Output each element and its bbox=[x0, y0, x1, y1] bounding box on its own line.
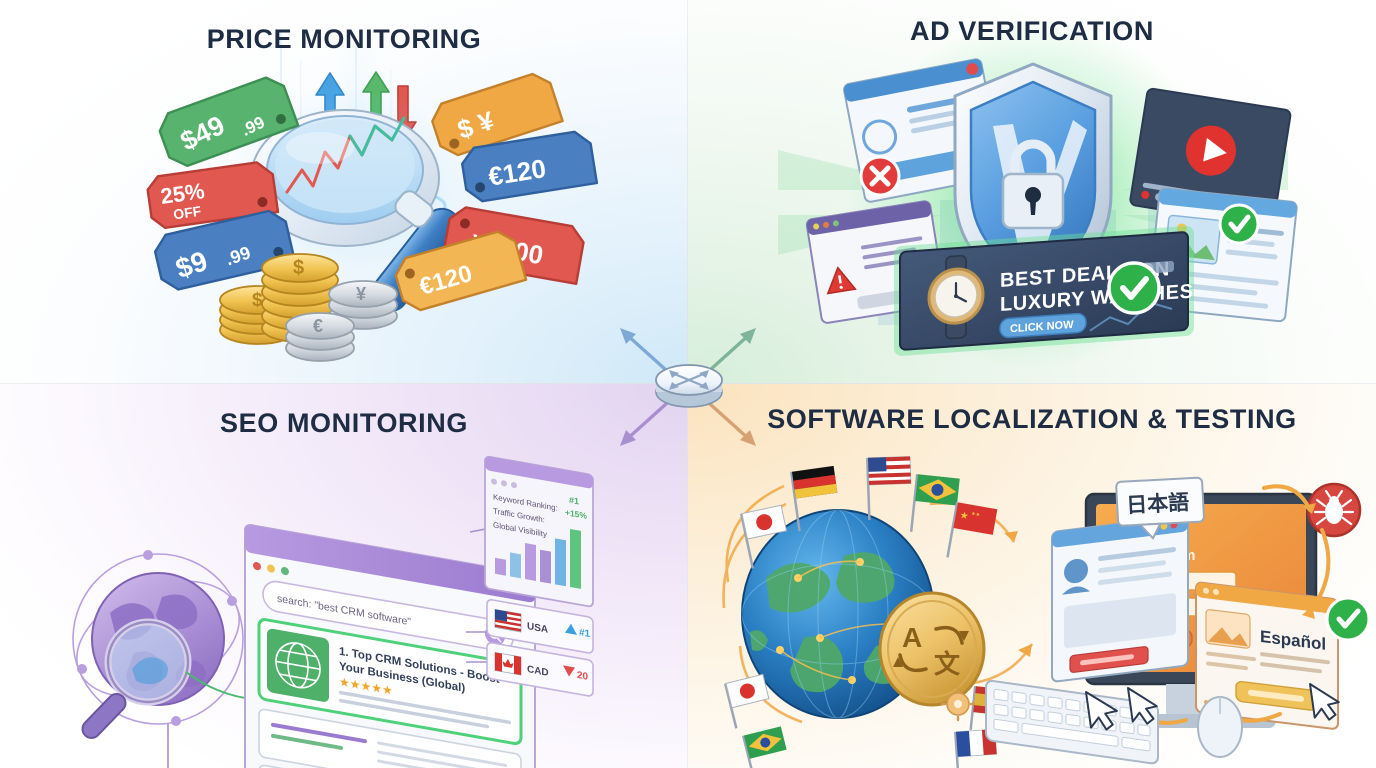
check-icon-localization bbox=[1325, 596, 1371, 642]
price-tag-eur120: €120 bbox=[460, 130, 599, 203]
flag-jp-bottom bbox=[724, 673, 770, 729]
svg-text:OFF: OFF bbox=[172, 203, 202, 223]
seo-monitoring-illustration: search: "best CRM software" 1. Top CRM S… bbox=[72, 455, 594, 768]
country-badge-cad: CAD 20 bbox=[486, 641, 594, 697]
svg-text:★: ★ bbox=[959, 510, 970, 522]
quadrant-title-software-localization: SOFTWARE LOCALIZATION & TESTING bbox=[767, 404, 1297, 434]
seo-magnifier bbox=[81, 618, 192, 739]
quadrant-seo-monitoring: search: "best CRM software" 1. Top CRM S… bbox=[0, 384, 688, 768]
price-monitoring-illustration: $49 .99 25% OFF $9 .99 $ ¥ bbox=[146, 20, 599, 362]
quadrant-software-localization: A 文 bbox=[688, 384, 1376, 768]
country-value-usa: #1 bbox=[579, 627, 591, 640]
cross-icon-rejected bbox=[859, 155, 901, 197]
country-value-cad: 20 bbox=[577, 670, 589, 683]
ad-banner-luxury-watches: BEST DEALS ON LUXURY WATCHES CLICK NOW bbox=[894, 225, 1194, 356]
flag-ca bbox=[494, 651, 522, 676]
keyboard-device bbox=[985, 679, 1159, 765]
svg-text:25%: 25% bbox=[159, 178, 206, 209]
coin-stack-gold-tall: $ bbox=[261, 253, 339, 343]
ad-cta-button: CLICK NOW bbox=[999, 312, 1087, 339]
metric-value-1: +15% bbox=[565, 507, 587, 521]
translate-letter-a: A bbox=[902, 622, 922, 653]
flag-de bbox=[790, 465, 838, 532]
ad-verification-illustration: BEST DEALS ON LUXURY WATCHES CLICK NOW bbox=[778, 20, 1298, 370]
bug-icon bbox=[1306, 482, 1362, 538]
svg-text:日本語: 日本語 bbox=[1126, 490, 1190, 517]
price-tag-4999: $49 .99 bbox=[158, 76, 300, 168]
cursor-pointer bbox=[1309, 683, 1340, 721]
check-icon-approved-banner bbox=[1107, 261, 1161, 315]
watch-graphic bbox=[927, 254, 985, 340]
quadrant-title-price-monitoring: PRICE MONITORING bbox=[206, 24, 482, 54]
flag-us bbox=[866, 456, 912, 520]
cursor-pointer bbox=[1085, 691, 1118, 731]
country-label-usa: USA bbox=[527, 621, 548, 636]
spanish-screen: Español bbox=[1195, 581, 1339, 730]
seo-metrics-panel: Keyword Ranking: #1 Traffic Growth: +15%… bbox=[484, 455, 594, 608]
flag-jp-top bbox=[740, 504, 788, 569]
svg-text:$: $ bbox=[293, 257, 304, 279]
cursor-pointer bbox=[1127, 687, 1158, 725]
svg-text:¥: ¥ bbox=[356, 284, 366, 304]
lock-icon bbox=[1001, 139, 1065, 230]
security-shield bbox=[953, 62, 1113, 304]
price-tag-999: $9 .99 bbox=[153, 209, 297, 291]
central-connector-hub[interactable] bbox=[653, 358, 725, 410]
flag-us bbox=[494, 608, 522, 633]
flag-cn: ★ ★★ bbox=[946, 502, 998, 558]
seo-bar-chart bbox=[495, 528, 581, 589]
country-label-cad: CAD bbox=[527, 664, 549, 679]
svg-text:$: $ bbox=[252, 290, 263, 311]
metric-value-0: #1 bbox=[569, 495, 579, 507]
quadrant-title-seo-monitoring: SEO MONITORING bbox=[220, 408, 468, 438]
quadrant-price-monitoring: $49 .99 25% OFF $9 .99 $ ¥ bbox=[0, 0, 688, 384]
gear-icon bbox=[940, 686, 976, 722]
coin-stack-silver-eur: € bbox=[285, 312, 355, 362]
svg-text:★★: ★★ bbox=[971, 511, 981, 519]
seo-browser-window: search: "best CRM software" 1. Top CRM S… bbox=[244, 523, 536, 768]
mouse-device bbox=[1197, 696, 1243, 758]
svg-text:CLICK NOW: CLICK NOW bbox=[1010, 319, 1074, 335]
magnifier-lens bbox=[250, 109, 440, 247]
price-tag-25-off: 25% OFF bbox=[146, 161, 280, 230]
translate-letter-cjk: 文 bbox=[934, 649, 961, 679]
translate-coin: A 文 bbox=[878, 591, 986, 707]
profile-screen bbox=[1051, 514, 1189, 683]
flag-br bbox=[909, 474, 960, 532]
price-tag-currency: $ ¥ bbox=[431, 72, 564, 157]
four-way-arrows-icon bbox=[670, 371, 708, 389]
locale-label-japanese: 日本語 bbox=[1115, 476, 1205, 540]
price-tag-eur120-b: €120 bbox=[394, 230, 528, 312]
quadrant-title-ad-verification: AD VERIFICATION bbox=[910, 16, 1154, 46]
software-localization-illustration: A 文 bbox=[722, 456, 1371, 768]
seo-result-row bbox=[258, 708, 522, 768]
svg-text:€: € bbox=[313, 316, 323, 336]
check-icon-approved-card bbox=[1218, 203, 1260, 245]
country-badge-usa: USA #1 bbox=[486, 598, 594, 654]
quadrant-ad-verification: BEST DEALS ON LUXURY WATCHES CLICK NOW bbox=[688, 0, 1376, 384]
flag-br-bottom bbox=[742, 726, 787, 768]
flag-pins: ★ ★★ bbox=[724, 456, 1016, 768]
